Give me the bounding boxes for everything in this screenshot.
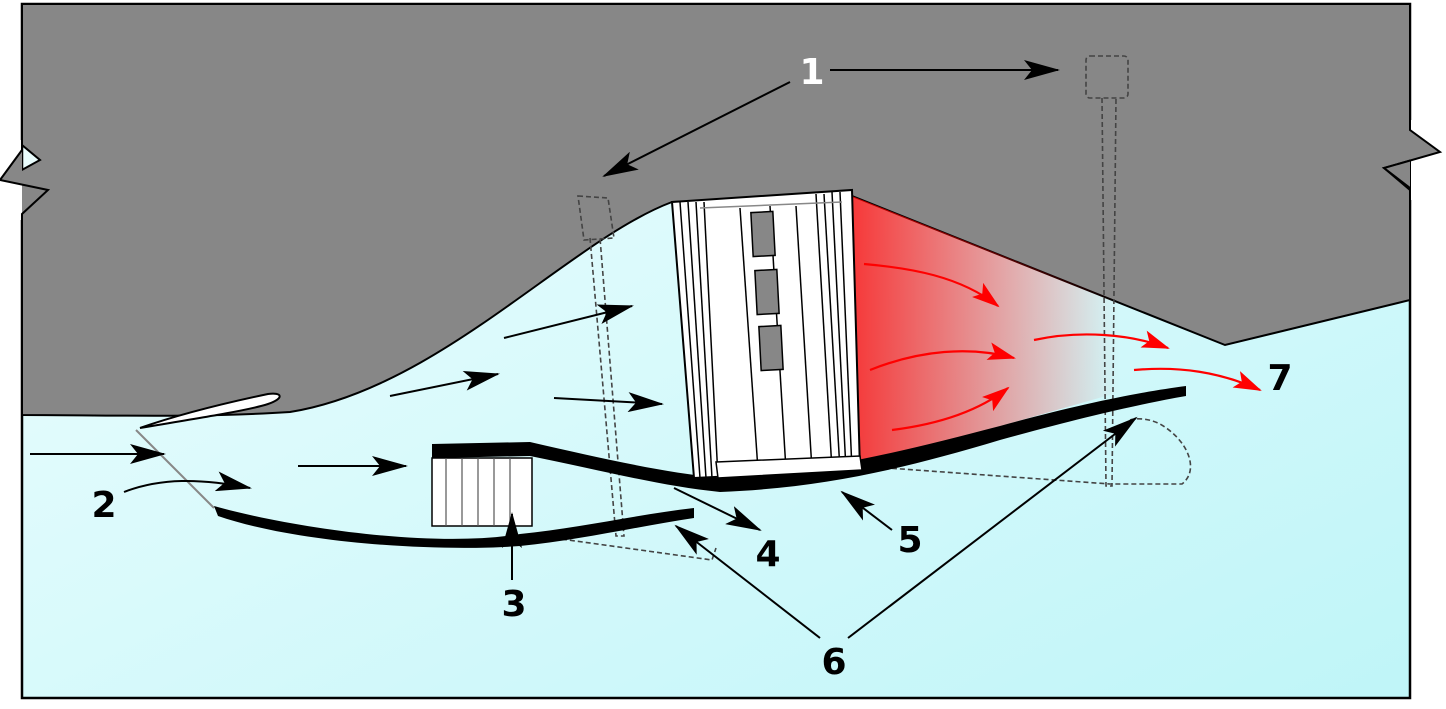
callout-2: 2	[91, 485, 116, 526]
exhaust-heat-glow	[852, 196, 1120, 466]
left-fuselage-break	[0, 140, 51, 222]
callout-3: 3	[501, 584, 526, 625]
exhaust-arrows	[863, 262, 1262, 432]
airflow-arrow-3	[503, 304, 634, 339]
callout-7: 7	[1267, 358, 1292, 399]
right-fuselage-break	[1381, 124, 1443, 196]
airflow-arrow-2	[389, 370, 500, 397]
callout-6: 6	[821, 642, 846, 683]
airflow-arrow-4	[553, 392, 664, 413]
leader-5	[840, 490, 893, 531]
intake-lower-plate	[214, 506, 694, 548]
lift-engine	[670, 188, 863, 480]
door-actuator-right	[859, 55, 1192, 487]
intake-upper-plate	[432, 386, 1186, 492]
callout-4: 4	[755, 534, 780, 575]
boundary-layer-lip	[139, 392, 281, 429]
leader-6-right	[847, 416, 1138, 639]
callout-1: 1	[799, 52, 824, 93]
leader-1-left	[602, 81, 791, 177]
inflow-arrows	[30, 304, 762, 531]
callout-labels: 1 2 3 4 5 6 7	[91, 52, 1292, 683]
airflow-arrow-duct	[673, 487, 762, 531]
callout-leaders	[123, 60, 1138, 639]
door-actuator-left	[553, 195, 717, 561]
callout-5: 5	[897, 520, 922, 561]
leader-6-left	[674, 524, 821, 639]
leader-2	[123, 471, 252, 493]
intake-ramp-line	[135, 429, 215, 509]
inlet-fan-section	[431, 457, 533, 527]
right-break-mask	[1411, 120, 1446, 200]
